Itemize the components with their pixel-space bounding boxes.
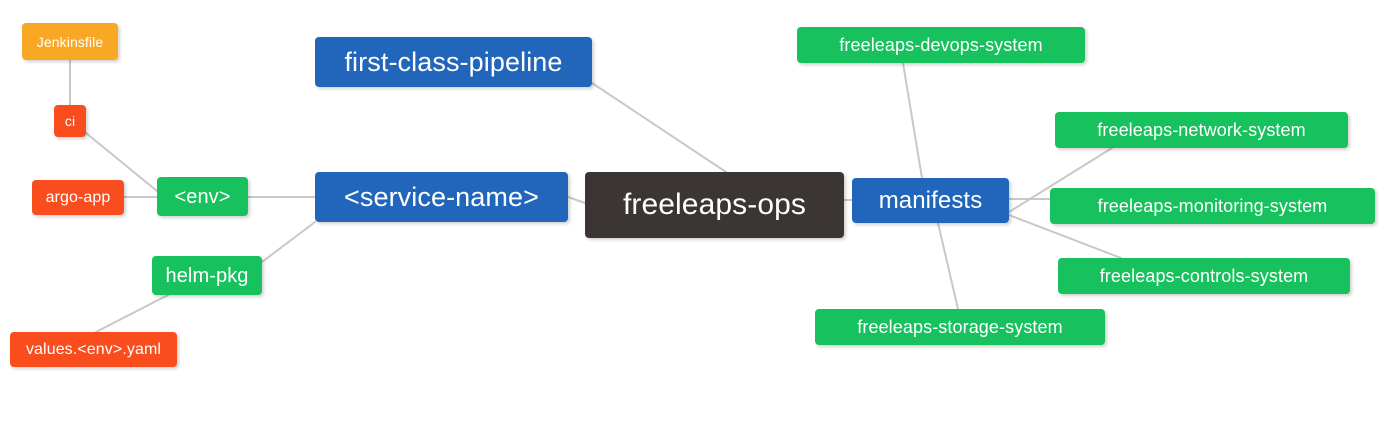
edge-manifests-to-devops-sys xyxy=(902,62,923,179)
edge-pipeline-to-root xyxy=(591,82,727,173)
mindmap-node-ci[interactable]: ci xyxy=(54,105,86,137)
mindmap-node-monitoring-sys[interactable]: freeleaps-monitoring-system xyxy=(1050,188,1375,224)
mindmap-node-argo-app[interactable]: argo-app xyxy=(32,180,124,215)
mindmap-node-env[interactable]: <env> xyxy=(157,177,248,216)
mindmap-node-values-yaml[interactable]: values.<env>.yaml xyxy=(10,332,177,367)
mindmap-node-pipeline[interactable]: first-class-pipeline xyxy=(315,37,592,87)
mindmap-node-network-sys[interactable]: freeleaps-network-system xyxy=(1055,112,1348,148)
edge-service-name-to-helm-pkg xyxy=(261,221,316,263)
edge-helm-pkg-to-values-yaml xyxy=(95,294,169,333)
mindmap-node-service-name[interactable]: <service-name> xyxy=(315,172,568,222)
mindmap-node-root[interactable]: freeleaps-ops xyxy=(585,172,844,238)
mindmap-node-controls-sys[interactable]: freeleaps-controls-system xyxy=(1058,258,1350,294)
mindmap-node-jenkinsfile[interactable]: Jenkinsfile xyxy=(22,23,118,60)
mindmap-node-helm-pkg[interactable]: helm-pkg xyxy=(152,256,262,295)
mindmap-node-storage-sys[interactable]: freeleaps-storage-system xyxy=(815,309,1105,345)
mindmap-node-manifests[interactable]: manifests xyxy=(852,178,1009,223)
edge-manifests-to-storage-sys xyxy=(937,222,959,310)
mindmap-node-devops-sys[interactable]: freeleaps-devops-system xyxy=(797,27,1085,63)
edge-service-name-to-root xyxy=(567,196,586,204)
